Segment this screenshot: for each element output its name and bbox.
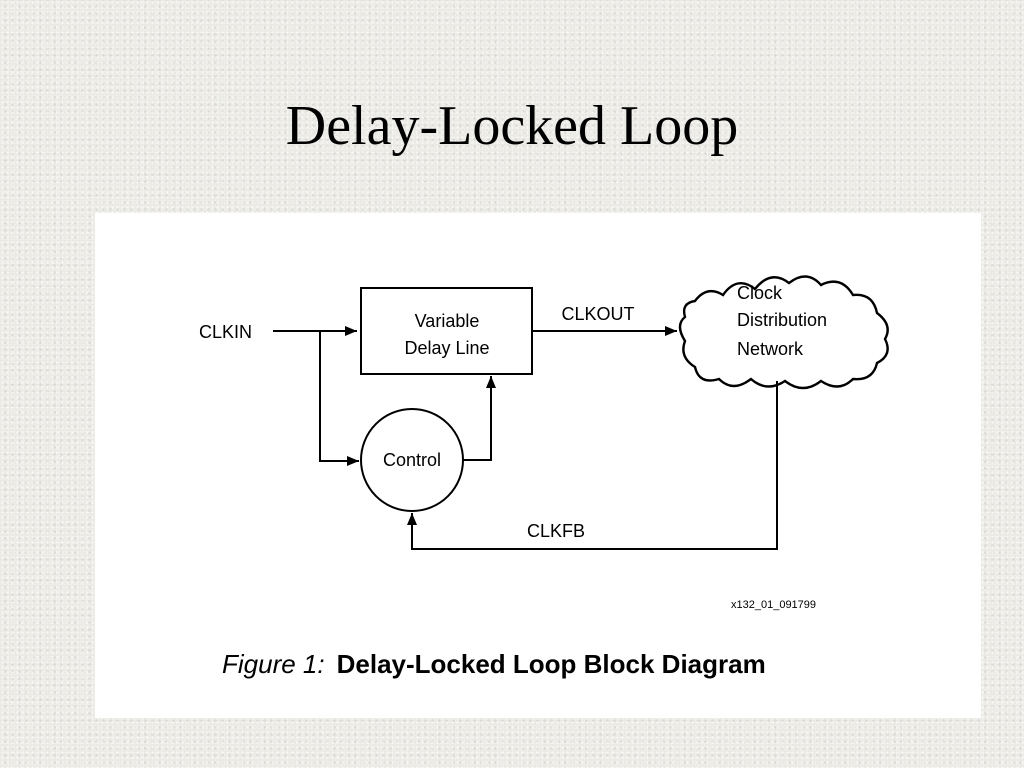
clock-distribution-label-line1: Clock [737, 283, 783, 303]
figure-panel: CLKIN Variable Delay Line CLKOUT Clock D… [95, 213, 981, 718]
clkfb-feedback-arrow [407, 381, 778, 550]
clkout-label: CLKOUT [561, 304, 634, 324]
control-label: Control [383, 450, 441, 470]
clock-distribution-network-cloud [678, 275, 889, 390]
variable-delay-line-label-line1: Variable [415, 311, 480, 331]
figure-number: Figure 1: [222, 649, 325, 679]
figure-title: Delay-Locked Loop Block Diagram [336, 649, 766, 679]
clkin-label: CLKIN [199, 322, 252, 342]
control-to-delay-line-arrow [463, 376, 496, 461]
variable-delay-line-label-line2: Delay Line [404, 338, 489, 358]
clock-distribution-label-line3: Network [737, 339, 804, 359]
clkin-to-control-arrow [319, 331, 359, 466]
clock-distribution-label-line2: Distribution [737, 310, 827, 330]
figure-code: x132_01_091799 [731, 599, 816, 611]
figure-caption: Figure 1: Delay-Locked Loop Block Diagram [222, 649, 766, 680]
clkfb-label: CLKFB [527, 521, 585, 541]
block-diagram: CLKIN Variable Delay Line CLKOUT Clock D… [199, 275, 889, 611]
variable-delay-line-block [360, 287, 533, 375]
slide-title: Delay-Locked Loop [285, 95, 739, 157]
